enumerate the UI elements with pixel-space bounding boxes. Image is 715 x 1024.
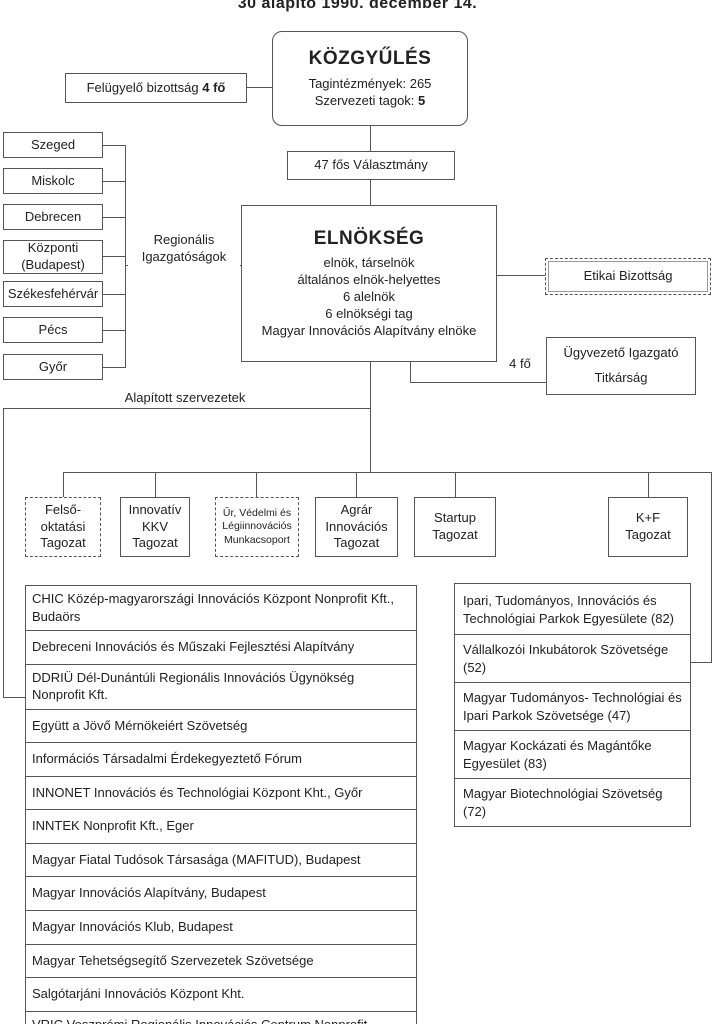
valasztmany-label: 47 fős Választmány xyxy=(314,157,428,173)
connector-kozgyules-valasztmany xyxy=(370,126,371,151)
elnokseg-line: elnök, társelnök xyxy=(323,255,415,271)
list-item: Magyar Biotechnológiai Szövetség (72) xyxy=(463,786,663,819)
kozgyules-title: KÖZGYŰLÉS xyxy=(308,48,432,70)
city-miskolc: Miskolc xyxy=(3,168,103,194)
connector-tagozat-2 xyxy=(155,472,156,497)
valasztmany-box: 47 fős Választmány xyxy=(287,151,455,180)
tagozat-ur-vedelmi: Űr, Védelmi és Légiinnovációs Munkacsopo… xyxy=(215,497,299,557)
connector-elnokseg-down xyxy=(370,362,371,472)
connector-city-kozponti xyxy=(103,256,125,257)
founding-title: 30 alapító 1990. december 14. xyxy=(237,0,478,12)
connector-tagozat-bus xyxy=(63,472,711,473)
list-item: CHIC Közép-magyarországi Innovációs Közp… xyxy=(26,586,416,632)
list-item: Együtt a Jövő Mérnökeiért Szövetség xyxy=(26,710,416,744)
kozgyules-org-members: Szervezeti tagok: 5 xyxy=(314,92,426,108)
elnokseg-line: 6 elnökségi tag xyxy=(325,305,413,321)
etikai-label: Etikai Bizottság xyxy=(583,268,673,284)
etikai-box: Etikai Bizottság xyxy=(545,258,711,295)
list-item: INNTEK Nonprofit Kft., Eger xyxy=(26,810,416,844)
list-item: Magyar Tehetségsegítő Szervezetek Szövet… xyxy=(26,945,416,979)
list-item: Információs Társadalmi Érdekegyeztető Fó… xyxy=(26,743,416,777)
connector-city-gyor xyxy=(103,367,125,368)
connector-tagozat-3 xyxy=(256,472,257,497)
elnokseg-line: 6 alelnök xyxy=(342,288,396,304)
alapitott-label: Alapított szervezetek xyxy=(124,390,246,405)
list-item: Magyar Fiatal Tudósok Társasága (MAFITUD… xyxy=(26,844,416,878)
tagozat-felsooktatasi: Felső-oktatási Tagozat xyxy=(25,497,101,557)
list-item: VRIC Veszprémi Regionális Innovációs Cen… xyxy=(26,1012,416,1024)
city-pecs: Pécs xyxy=(3,317,103,343)
list-item: Salgótarjáni Innovációs Központ Kht. xyxy=(26,978,416,1012)
connector-regional-bracket xyxy=(125,145,126,368)
connector-right-v xyxy=(711,472,712,662)
connector-alapitott-h xyxy=(3,408,370,409)
kozgyules-members: Tagintézmények: 265 xyxy=(308,75,432,91)
list-item: Ipari, Tudományos, Innovációs és Technol… xyxy=(455,584,690,636)
connector-alapitott-v xyxy=(3,408,4,697)
connector-tagozat-6 xyxy=(648,472,649,497)
tagozat-kkv: Innovatív KKV Tagozat xyxy=(120,497,190,557)
tagozat-agrar: Agrár Innovációs Tagozat xyxy=(315,497,398,557)
regional-label: Regionális Igazgatóságok xyxy=(128,232,240,266)
founded-organizations-list: CHIC Közép-magyarországi Innovációs Közp… xyxy=(25,585,417,1024)
elnokseg-box: ELNÖKSÉG elnök, társelnök általános elnö… xyxy=(241,205,497,362)
list-item: Magyar Innovációs Klub, Budapest xyxy=(26,911,416,945)
kozgyules-box: KÖZGYŰLÉS Tagintézmények: 265 Szervezeti… xyxy=(272,31,468,126)
list-item: Magyar Tudományos- Technológiai és Ipari… xyxy=(455,683,690,732)
connector-city-pecs xyxy=(103,330,125,331)
felugyelo-label: Felügyelő bizottság 4 fő xyxy=(86,79,226,95)
felugyelo-box: Felügyelő bizottság 4 fő xyxy=(65,73,247,103)
list-item: Vállalkozói Inkubátorok Szövetsége (52) xyxy=(455,635,690,684)
connector-tagozat-1 xyxy=(63,472,64,497)
tagozat-kf: K+F Tagozat xyxy=(608,497,688,557)
ugyvezeto-secretariat: Titkárság xyxy=(594,370,648,385)
connector-city-miskolc xyxy=(103,181,125,182)
connector-etikai xyxy=(497,275,545,276)
elnokseg-title: ELNÖKSÉG xyxy=(313,228,425,250)
ugyvezeto-box: Ügyvezető Igazgató Titkárság xyxy=(546,337,696,395)
connector-city-debrecen xyxy=(103,217,125,218)
connector-ugyvezeto-h xyxy=(410,382,546,383)
connector-alapitott-to-list xyxy=(3,697,25,698)
connector-right-to-list xyxy=(691,662,712,663)
list-item: Debreceni Innovációs és Műszaki Fejleszt… xyxy=(26,631,416,665)
connector-felugyelo xyxy=(247,87,272,88)
ugyvezeto-director: Ügyvezető Igazgató xyxy=(563,345,679,361)
connector-tagozat-5 xyxy=(455,472,456,497)
tagozat-startup: Startup Tagozat xyxy=(414,497,496,557)
connector-tagozat-4 xyxy=(356,472,357,497)
city-szeged: Szeged xyxy=(3,132,103,158)
connector-city-szekesfehervar xyxy=(103,294,125,295)
list-item: DDRIÜ Dél-Dunántúli Regionális Innováció… xyxy=(26,665,416,710)
list-item: Magyar Kockázati és Magántőke Egyesület … xyxy=(455,731,690,780)
connector-valasztmany-elnokseg xyxy=(370,179,371,205)
connector-ugyvezeto-v xyxy=(410,362,411,382)
elnokseg-line: Magyar Innovációs Alapítvány elnöke xyxy=(261,322,477,338)
list-item: Magyar Innovációs Alapítvány, Budapest xyxy=(26,877,416,912)
connector-city-szeged xyxy=(103,145,125,146)
city-gyor: Győr xyxy=(3,354,103,380)
city-debrecen: Debrecen xyxy=(3,204,103,230)
elnokseg-line: általános elnök-helyettes xyxy=(297,272,441,287)
city-szekesfehervar: Székesfehérvár xyxy=(3,281,103,307)
member-associations-list: Ipari, Tudományos, Innovációs és Technol… xyxy=(454,583,691,828)
ugyvezeto-count: 4 fő xyxy=(509,356,531,371)
city-kozponti: Központi (Budapest) xyxy=(3,240,103,274)
list-item: INNONET Innovációs és Technológiai Közpo… xyxy=(26,777,416,811)
